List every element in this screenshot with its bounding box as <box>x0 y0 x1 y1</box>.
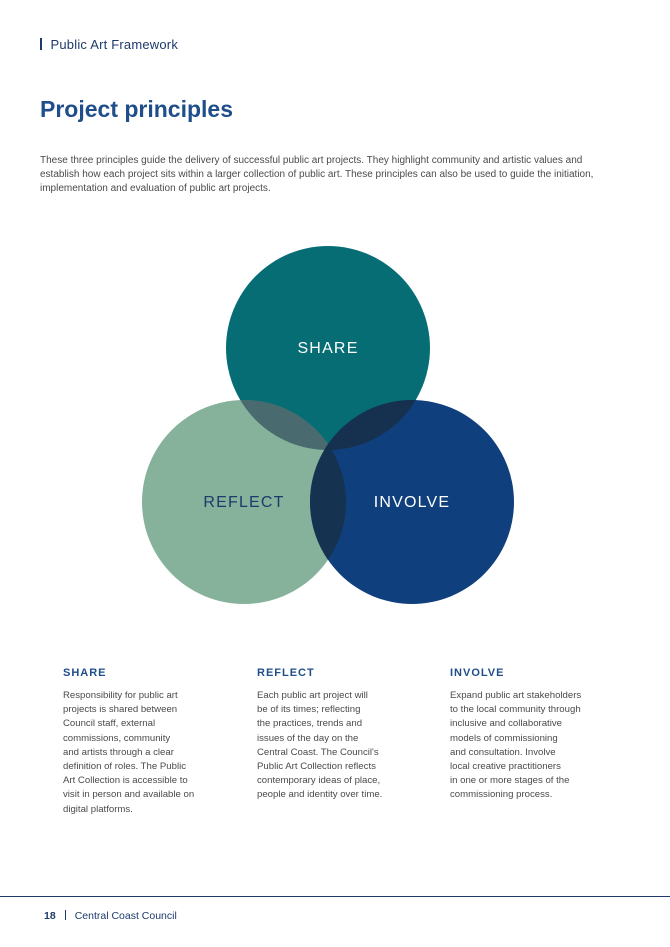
venn-circle-reflect <box>142 400 346 604</box>
principle-share: SHARE Responsibility for public art proj… <box>63 667 233 817</box>
venn-circle-involve <box>310 400 514 604</box>
principle-share-text: Responsibility for public art projects i… <box>63 690 195 815</box>
venn-circle-share <box>226 246 430 450</box>
principle-involve-text: Expand public art stakeholders to the lo… <box>450 690 582 801</box>
page-number: 18 <box>44 910 56 922</box>
header-divider <box>40 38 42 50</box>
principle-reflect: REFLECT Each public art project will be … <box>257 667 427 803</box>
running-header: Public Art Framework <box>40 37 178 52</box>
principle-involve-title: INVOLVE <box>450 667 505 679</box>
header-title: Public Art Framework <box>50 37 179 52</box>
venn-diagram: SHARE REFLECT INVOLVE <box>142 246 514 604</box>
venn-label-share: SHARE <box>297 340 358 357</box>
venn-label-reflect: REFLECT <box>203 494 284 511</box>
venn-label-involve: INVOLVE <box>374 494 451 511</box>
principle-share-title: SHARE <box>63 667 107 679</box>
footer-rule <box>0 896 670 897</box>
principle-involve: INVOLVE Expand public art stakeholders t… <box>450 667 630 803</box>
principle-reflect-text: Each public art project will be of its t… <box>257 690 383 801</box>
page-title: Project principles <box>40 96 234 122</box>
intro-paragraph: These three principles guide the deliver… <box>40 155 594 194</box>
page-footer: 18 Central Coast Council <box>44 910 177 922</box>
footer-divider <box>64 910 66 920</box>
principle-reflect-title: REFLECT <box>257 667 315 679</box>
footer-organisation: Central Coast Council <box>74 910 177 922</box>
